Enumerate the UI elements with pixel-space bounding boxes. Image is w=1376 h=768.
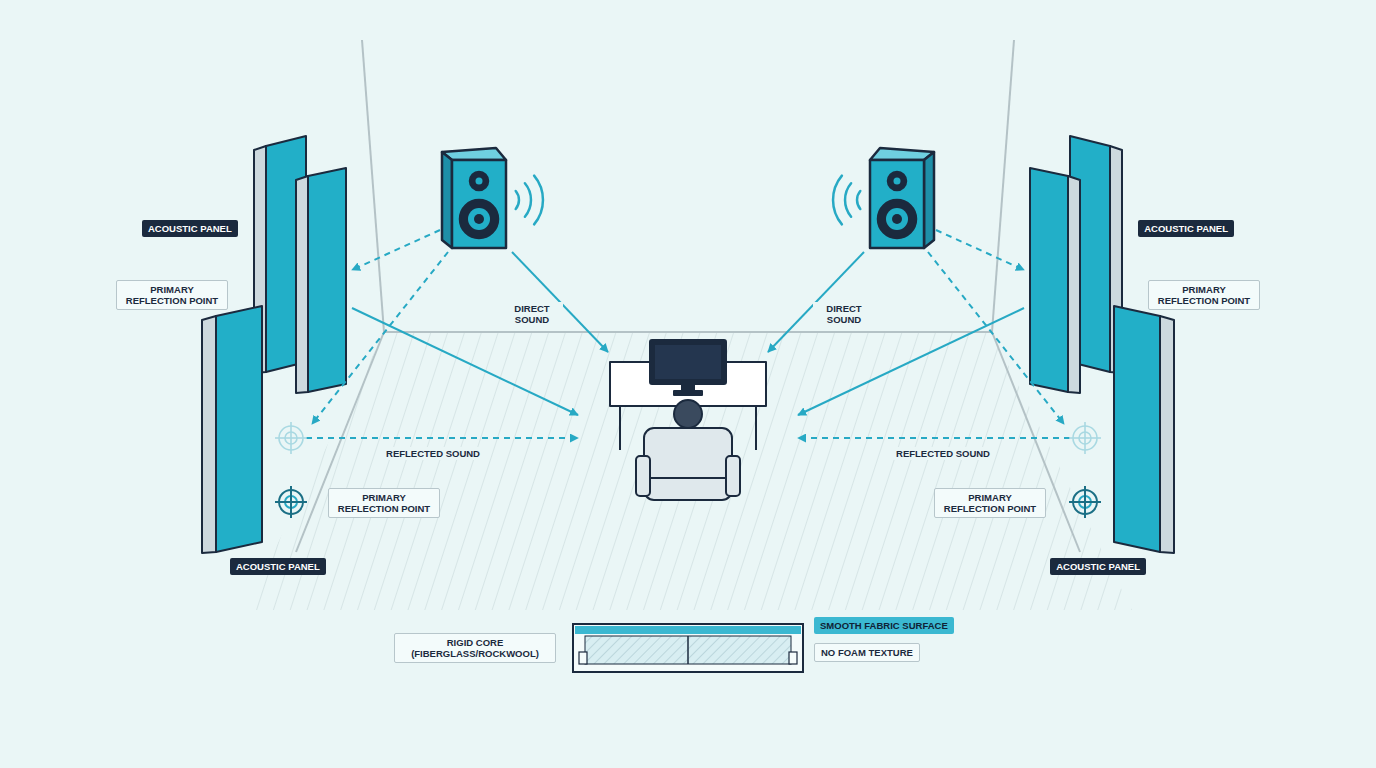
panel-tag: ACOUSTIC PANEL xyxy=(142,220,238,237)
tag-text: PRIMARY REFLECTION POINT xyxy=(335,492,433,514)
sound-label: REFLECTED SOUND xyxy=(893,447,993,460)
panel-tag: ACOUSTIC PANEL xyxy=(1050,558,1146,575)
tag-text: ACOUSTIC PANEL xyxy=(148,223,232,234)
panel-cross-section xyxy=(573,624,803,672)
right-half xyxy=(686,40,1174,553)
tag-text: PRIMARY REFLECTION POINT xyxy=(1155,284,1253,306)
left-half xyxy=(202,40,690,553)
tag-text: PRIMARY REFLECTION POINT xyxy=(123,284,221,306)
sound-label: REFLECTED SOUND xyxy=(383,447,483,460)
sound-label: DIRECT SOUND xyxy=(501,302,563,326)
floor-hatch xyxy=(244,333,1132,610)
callout-tag: PRIMARY REFLECTION POINT xyxy=(1148,280,1260,310)
tag-text: RIGID CORE (FIBERGLASS/ROCKWOOL) xyxy=(401,637,549,659)
callout-tag: PRIMARY REFLECTION POINT xyxy=(934,488,1046,518)
tag-text: PRIMARY REFLECTION POINT xyxy=(941,492,1039,514)
callout-tag: NO FOAM TEXTURE xyxy=(814,643,920,662)
tag-text: ACOUSTIC PANEL xyxy=(1144,223,1228,234)
panel-tag: ACOUSTIC PANEL xyxy=(1138,220,1234,237)
tag-text: ACOUSTIC PANEL xyxy=(1056,561,1140,572)
panel-tag: ACOUSTIC PANEL xyxy=(230,558,326,575)
callout-tag: PRIMARY REFLECTION POINT xyxy=(116,280,228,310)
callout-tag: PRIMARY REFLECTION POINT xyxy=(328,488,440,518)
tag-text: ACOUSTIC PANEL xyxy=(236,561,320,572)
callout-tag: RIGID CORE (FIBERGLASS/ROCKWOOL) xyxy=(394,633,556,663)
listening-position xyxy=(610,340,766,500)
tag-text: SMOOTH FABRIC SURFACE xyxy=(820,620,948,631)
sound-label: DIRECT SOUND xyxy=(813,302,875,326)
callout-tag: SMOOTH FABRIC SURFACE xyxy=(814,617,954,634)
tag-text: NO FOAM TEXTURE xyxy=(821,647,913,658)
